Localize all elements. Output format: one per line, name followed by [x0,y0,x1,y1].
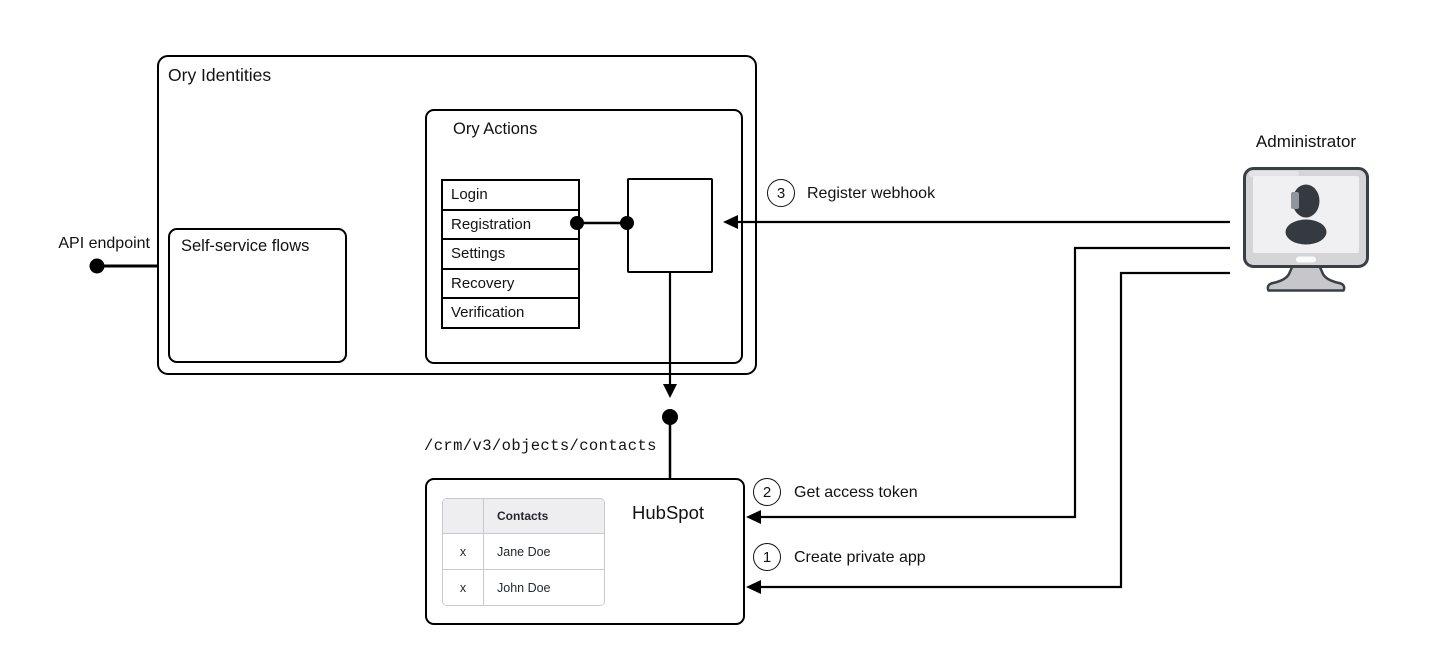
flow-row-verification: Verification [451,304,525,322]
monitor-frame-highlight [1249,171,1299,177]
contact-row: x John Doe [443,569,604,605]
contacts-header-row: Contacts [443,499,604,534]
ory-identities-box [157,55,757,375]
api-endpoint-connector [89,258,159,274]
ory-actions-box [425,109,743,364]
contacts-table-wrap: Contacts x Jane Doe x John Doe [442,498,605,606]
ory-actions-title: Ory Actions [453,120,538,138]
contact-row-name: Jane Doe [483,533,604,570]
webhook-box [627,178,713,273]
hubspot-junction-connector [662,409,678,479]
contact-row-marker: x [443,533,484,570]
contact-row: x Jane Doe [443,533,604,570]
flow-row-registration: Registration [443,211,578,241]
step-3-badge: 3 [767,179,795,207]
contact-row-name: John Doe [483,569,604,605]
flow-row-login: Login [443,181,578,211]
step-1-badge: 1 [753,543,781,571]
flow-row-settings: Settings [443,240,578,270]
administrator-monitor-icon [1243,167,1369,292]
create-private-app-arrow [746,271,1230,594]
flow-list: Login Registration Settings Recovery Ver… [441,179,580,329]
register-webhook-arrow [723,215,1230,229]
contact-row-marker: x [443,569,484,605]
contacts-header-cell: Contacts [483,499,604,534]
user-silhouette-icon [1285,184,1327,245]
ory-identities-title: Ory Identities [168,65,272,85]
self-service-flows-box [168,228,347,363]
create-private-app-label: Create private app [794,549,926,566]
administrator-label: Administrator [1255,132,1357,151]
register-webhook-label: Register webhook [807,185,936,202]
step-2-badge: 2 [753,478,781,506]
hubspot-title: HubSpot [632,502,704,523]
monitor-button [1296,256,1316,263]
flow-row-recovery: Recovery [443,270,578,300]
crm-endpoint-path: /crm/v3/objects/contacts [424,437,657,455]
contacts-table: Contacts x Jane Doe x John Doe [443,499,604,605]
api-endpoint-label: API endpoint [58,235,150,252]
monitor-stand [1266,263,1346,292]
contacts-header-empty-cell [443,499,484,534]
self-service-flows-label: Self-service flows [181,237,310,255]
get-access-token-label: Get access token [794,484,918,501]
